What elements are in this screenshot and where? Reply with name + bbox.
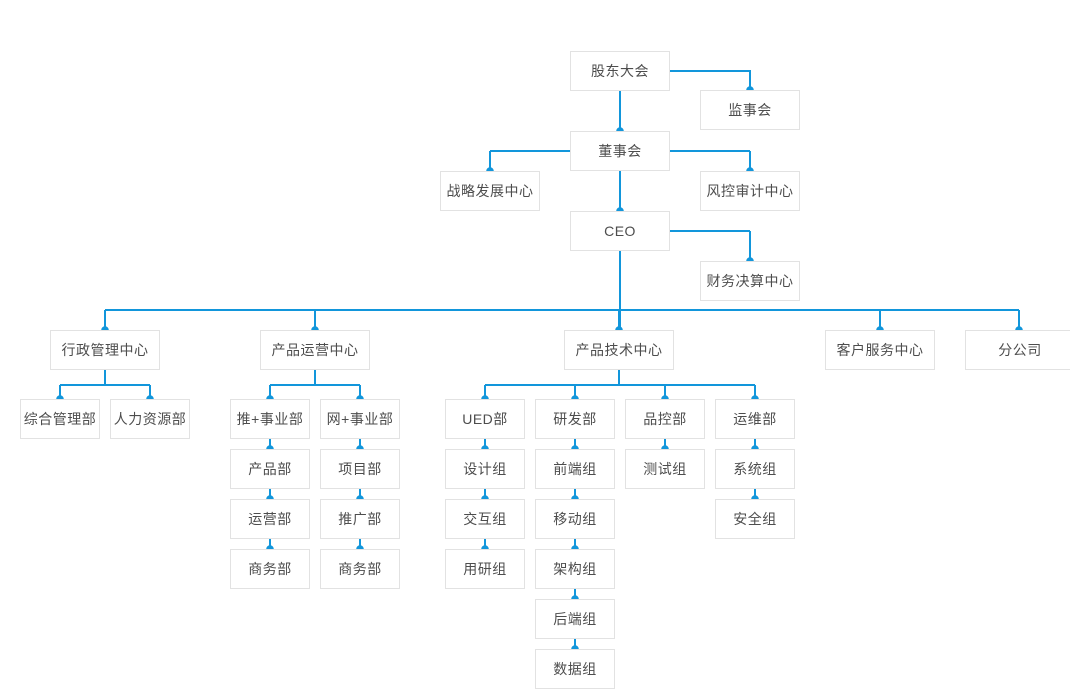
org-node-label: 财务决算中心 (706, 273, 794, 289)
org-node[interactable]: 运营部 (230, 499, 310, 539)
org-node[interactable]: 监事会 (700, 90, 800, 130)
org-node-label: 前端组 (553, 461, 597, 477)
org-node-label: 产品部 (248, 461, 292, 477)
org-node[interactable]: 商务部 (320, 549, 400, 589)
org-node-label: 风控审计中心 (706, 183, 794, 199)
org-node[interactable]: 产品部 (230, 449, 310, 489)
org-node[interactable]: 项目部 (320, 449, 400, 489)
org-node-label: 交互组 (463, 511, 507, 527)
org-node[interactable]: 分公司 (965, 330, 1070, 370)
org-node[interactable]: 运维部 (715, 399, 795, 439)
org-node-label: 安全组 (733, 511, 777, 527)
org-node-label: 设计组 (463, 461, 507, 477)
org-node[interactable]: CEO (570, 211, 670, 251)
org-node[interactable]: 财务决算中心 (700, 261, 800, 301)
org-node-label: 运维部 (733, 411, 777, 427)
org-node-label: 运营部 (248, 511, 292, 527)
org-node-label: 网+事业部 (326, 411, 394, 427)
org-node-label: 人力资源部 (113, 411, 187, 427)
org-node[interactable]: UED部 (445, 399, 525, 439)
org-node[interactable]: 网+事业部 (320, 399, 400, 439)
org-node-label: 股东大会 (591, 63, 649, 79)
org-node[interactable]: 后端组 (535, 599, 615, 639)
org-node-label: 项目部 (338, 461, 382, 477)
org-node-label: 产品技术中心 (575, 342, 663, 358)
org-node[interactable]: 商务部 (230, 549, 310, 589)
org-node[interactable]: 前端组 (535, 449, 615, 489)
org-node-label: 移动组 (553, 511, 597, 527)
org-node[interactable]: 测试组 (625, 449, 705, 489)
org-node[interactable]: 设计组 (445, 449, 525, 489)
org-node[interactable]: 系统组 (715, 449, 795, 489)
org-node[interactable]: 移动组 (535, 499, 615, 539)
org-node-label: 测试组 (643, 461, 687, 477)
org-node[interactable]: 交互组 (445, 499, 525, 539)
org-node-label: 产品运营中心 (271, 342, 359, 358)
org-node[interactable]: 战略发展中心 (440, 171, 540, 211)
org-node-label: 商务部 (338, 561, 382, 577)
org-node-label: 品控部 (643, 411, 687, 427)
org-node[interactable]: 人力资源部 (110, 399, 190, 439)
org-node[interactable]: 架构组 (535, 549, 615, 589)
org-node[interactable]: 品控部 (625, 399, 705, 439)
org-node-label: 行政管理中心 (61, 342, 149, 358)
org-node[interactable]: 综合管理部 (20, 399, 100, 439)
org-node[interactable]: 行政管理中心 (50, 330, 160, 370)
org-node[interactable]: 股东大会 (570, 51, 670, 91)
org-node[interactable]: 推+事业部 (230, 399, 310, 439)
org-node-label: 商务部 (248, 561, 292, 577)
org-node-label: 用研组 (463, 561, 507, 577)
org-node-label: CEO (604, 223, 636, 239)
connector-line (670, 70, 751, 90)
org-node-label: 董事会 (598, 143, 642, 159)
org-node[interactable]: 风控审计中心 (700, 171, 800, 211)
org-node[interactable]: 客户服务中心 (825, 330, 935, 370)
org-node[interactable]: 董事会 (570, 131, 670, 171)
org-node-label: 推+事业部 (236, 411, 304, 427)
org-node-label: 战略发展中心 (446, 183, 534, 199)
org-node-label: 客户服务中心 (836, 342, 924, 358)
org-node[interactable]: 用研组 (445, 549, 525, 589)
org-node-label: 系统组 (733, 461, 777, 477)
org-node-label: 综合管理部 (23, 411, 97, 427)
org-node-label: UED部 (462, 411, 508, 427)
org-node[interactable]: 数据组 (535, 649, 615, 689)
org-node-label: 研发部 (553, 411, 597, 427)
org-node-label: 监事会 (728, 102, 772, 118)
org-node[interactable]: 产品运营中心 (260, 330, 370, 370)
org-node[interactable]: 推广部 (320, 499, 400, 539)
org-node-label: 后端组 (553, 611, 597, 627)
org-node-label: 分公司 (998, 342, 1042, 358)
org-node[interactable]: 研发部 (535, 399, 615, 439)
org-node-label: 推广部 (338, 511, 382, 527)
org-node[interactable]: 产品技术中心 (564, 330, 674, 370)
org-node-label: 架构组 (553, 561, 597, 577)
org-node[interactable]: 安全组 (715, 499, 795, 539)
org-node-label: 数据组 (553, 661, 597, 677)
